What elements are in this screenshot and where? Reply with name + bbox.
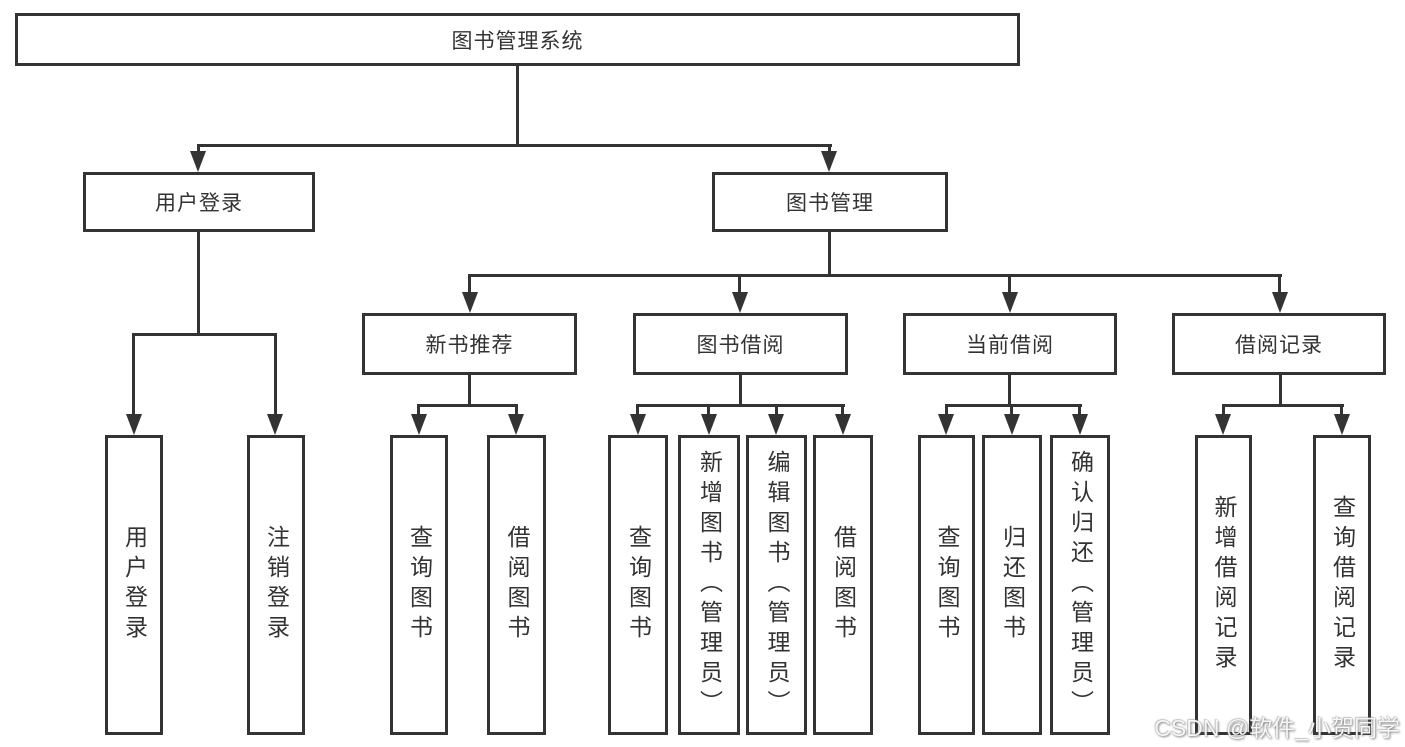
node-user-login: 用户登录 [83,172,315,232]
node-root-label: 图书管理系统 [451,29,584,53]
node-user-login-label: 用户登录 [155,192,243,215]
leaf-bb-query-book: 查询图书 [608,435,668,735]
arrowhead-bb-query [630,414,646,435]
connector-borrow-stub [739,375,742,407]
connector-stem-records [1278,274,1281,294]
leaf-user-login: 用户登录 [105,435,163,735]
connector-user-login-rail [132,333,277,336]
leaf-bb-add-book-admin: 新增图书（管理员） [678,435,740,735]
arrowhead-current [1002,292,1018,313]
node-new-book-recommend: 新书推荐 [362,313,577,375]
node-book-borrow-label: 图书借阅 [696,334,785,357]
arrowhead-cb-query [938,414,954,435]
leaf-cb-confirm-return-admin: 确认归还（管理员） [1050,435,1110,735]
arrowhead-records [1272,292,1288,313]
arrowhead-user-login [190,151,206,172]
connector-book-mgmt-stub [828,232,831,277]
leaf-bb-borrow-book: 借阅图书 [813,435,873,735]
connector-new-book-stub [468,375,471,407]
connector-stem-nb-borrow [515,404,518,416]
node-book-management: 图书管理 [712,172,948,232]
connector-current-rail [945,404,1082,407]
connector-user-login-stub [197,232,200,336]
connector-borrow-rail [636,404,845,407]
leaf-bb-borrow-book-label: 借阅图书 [830,525,857,645]
leaf-rec-add-record-label: 新增借阅记录 [1211,495,1237,675]
connector-root-rail [197,144,832,147]
leaf-cb-query-book: 查询图书 [918,435,975,735]
connector-stem-book-mgmt [828,144,831,154]
connector-stem-bb-borrow [841,404,844,416]
connector-current-stub [1008,375,1011,407]
leaf-bb-add-book-admin-label: 新增图书（管理员） [696,450,723,720]
connector-stem-cb-query [945,404,948,416]
arrowhead-bb-edit [768,414,784,435]
connector-stem-rec-query [1340,404,1343,416]
node-borrow-records: 借阅记录 [1172,313,1386,375]
leaf-nb-query-book-label: 查询图书 [406,525,433,645]
leaf-nb-query-book: 查询图书 [390,435,448,735]
arrowhead-cb-confirm [1072,414,1088,435]
arrowhead-borrow [732,292,748,313]
arrowhead-login-leaf [126,414,142,435]
arrowhead-rec-add [1215,414,1231,435]
connector-stem-rec-add [1222,404,1225,416]
connector-records-stub [1279,375,1282,407]
leaf-cb-confirm-return-admin-label: 确认归还（管理员） [1067,450,1094,720]
node-book-borrow: 图书借阅 [633,313,848,375]
leaf-bb-edit-book-admin-label: 编辑图书（管理员） [764,450,790,720]
csdn-watermark: CSDN @软件_小贺同学 [1154,715,1400,741]
arrowhead-bb-add [701,414,717,435]
node-current-borrow: 当前借阅 [903,313,1117,375]
leaf-bb-edit-book-admin: 编辑图书（管理员） [746,435,807,735]
leaf-cb-return-book: 归还图书 [982,435,1042,735]
connector-stem-bb-edit [775,404,778,416]
leaf-nb-borrow-book-label: 借阅图书 [504,525,530,645]
leaf-cb-query-book-label: 查询图书 [934,525,960,645]
node-book-management-label: 图书管理 [786,192,874,215]
arrowhead-bb-borrow [835,414,851,435]
arrowhead-new-book [462,292,478,313]
arrowhead-rec-query [1334,414,1350,435]
leaf-logout: 注销登录 [247,435,305,735]
connector-stem-nb-query [417,404,420,416]
arrowhead-cb-return [1004,414,1020,435]
arrowhead-logout-leaf [267,414,283,435]
leaf-user-login-label: 用户登录 [121,525,148,645]
arrowhead-nb-borrow [508,414,524,435]
leaf-rec-add-record: 新增借阅记录 [1195,435,1252,735]
leaf-rec-query-record: 查询借阅记录 [1313,435,1371,735]
connector-new-book-rail [417,404,518,407]
connector-stem-borrow [738,274,741,294]
connector-stem-bb-add [707,404,710,416]
node-new-book-recommend-label: 新书推荐 [425,334,514,357]
leaf-logout-label: 注销登录 [263,525,290,645]
connector-stem-cb-confirm [1078,404,1081,416]
connector-stem-user-login [197,144,200,154]
connector-stem-logout-leaf [274,333,277,416]
connector-root-stub [516,66,519,147]
node-borrow-records-label: 借阅记录 [1235,334,1323,357]
connector-stem-cb-return [1010,404,1013,416]
connector-stem-new-book [468,274,471,294]
arrowhead-book-mgmt [821,151,837,172]
node-root: 图书管理系统 [15,13,1020,66]
leaf-rec-query-record-label: 查询借阅记录 [1329,495,1356,675]
arrowhead-nb-query [411,414,427,435]
connector-stem-login-leaf [132,333,135,416]
leaf-cb-return-book-label: 归还图书 [999,525,1026,645]
connector-stem-bb-query [636,404,639,416]
connector-book-mgmt-rail [468,274,1282,277]
leaf-bb-query-book-label: 查询图书 [625,525,652,645]
connector-records-rail [1222,404,1344,407]
node-current-borrow-label: 当前借阅 [966,334,1054,357]
leaf-nb-borrow-book: 借阅图书 [487,435,546,735]
connector-stem-current [1008,274,1011,294]
